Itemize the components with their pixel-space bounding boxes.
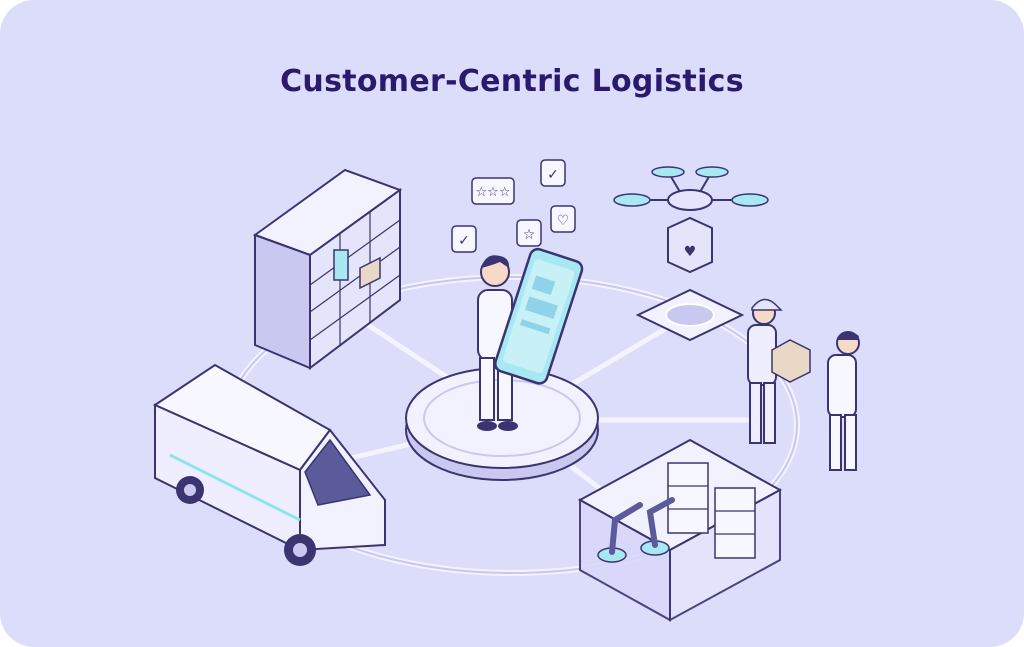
feedback-bubbles: ☆☆☆ ✓ ✓ ☆ ♡ xyxy=(451,159,576,253)
courier-handoff xyxy=(747,298,860,471)
check-bubble-2: ✓ xyxy=(451,225,477,253)
svg-text:☆☆☆: ☆☆☆ xyxy=(476,185,511,200)
svg-text:♡: ♡ xyxy=(557,213,570,229)
svg-text:✓: ✓ xyxy=(458,233,470,249)
star-bubble: ☆ xyxy=(516,219,542,247)
svg-text:♥: ♥ xyxy=(684,244,697,260)
heart-bubble: ♡ xyxy=(550,205,576,233)
parcel-locker xyxy=(252,168,403,371)
check-bubble: ✓ xyxy=(540,159,566,187)
delivery-van xyxy=(152,363,386,566)
delivery-drone: ♥ xyxy=(613,166,769,342)
customer-with-smartphone xyxy=(477,247,584,431)
svg-text:☆: ☆ xyxy=(523,227,536,243)
rating-stars-bubble: ☆☆☆ xyxy=(471,177,515,205)
robotic-warehouse xyxy=(577,438,783,622)
diagram-title: Customer-Centric Logistics xyxy=(280,64,744,99)
svg-text:✓: ✓ xyxy=(547,167,559,183)
